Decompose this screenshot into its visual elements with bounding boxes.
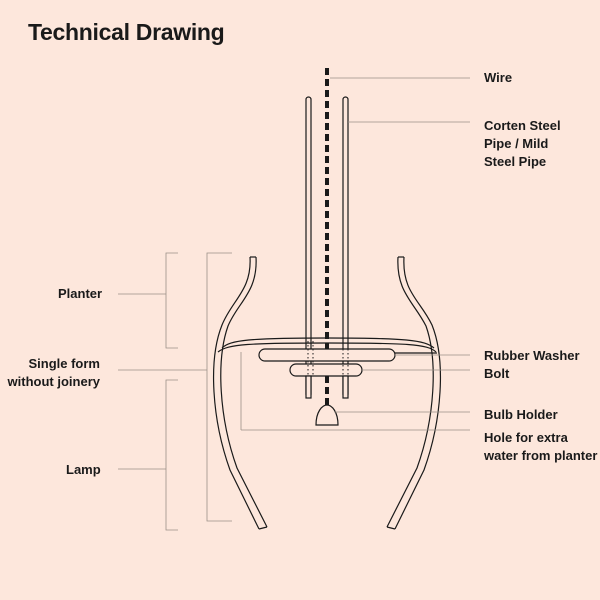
- label-lamp: Lamp: [66, 462, 101, 477]
- label-wire: Wire: [484, 70, 513, 85]
- planter-floor-top: [221, 337, 435, 349]
- planter-floor-bottom: [217, 342, 437, 353]
- label-single-form: Single form without joinery: [7, 356, 100, 389]
- label-bolt: Bolt: [484, 366, 510, 381]
- form-left-inner: [220, 256, 268, 528]
- form-right-inner: [386, 256, 434, 528]
- form-left-outer: [213, 256, 260, 530]
- form-right-bottom-cap: [386, 526, 396, 530]
- label-hole: Hole for extra water from planter: [484, 430, 598, 463]
- form-left-bottom-cap: [258, 526, 268, 530]
- page-title: Technical Drawing: [28, 19, 225, 45]
- rubber-washer: [258, 348, 396, 362]
- label-rubber-washer: Rubber Washer: [484, 348, 580, 363]
- bulb-holder: [315, 404, 339, 426]
- label-bulb-holder: Bulb Holder: [484, 407, 558, 422]
- left-brackets: [118, 252, 232, 531]
- form-right-outer: [394, 256, 441, 530]
- label-pipe: Corten Steel Pipe / Mild Steel Pipe: [484, 118, 561, 169]
- bolt: [289, 363, 363, 377]
- label-planter: Planter: [58, 286, 103, 301]
- right-leaders: [241, 77, 470, 431]
